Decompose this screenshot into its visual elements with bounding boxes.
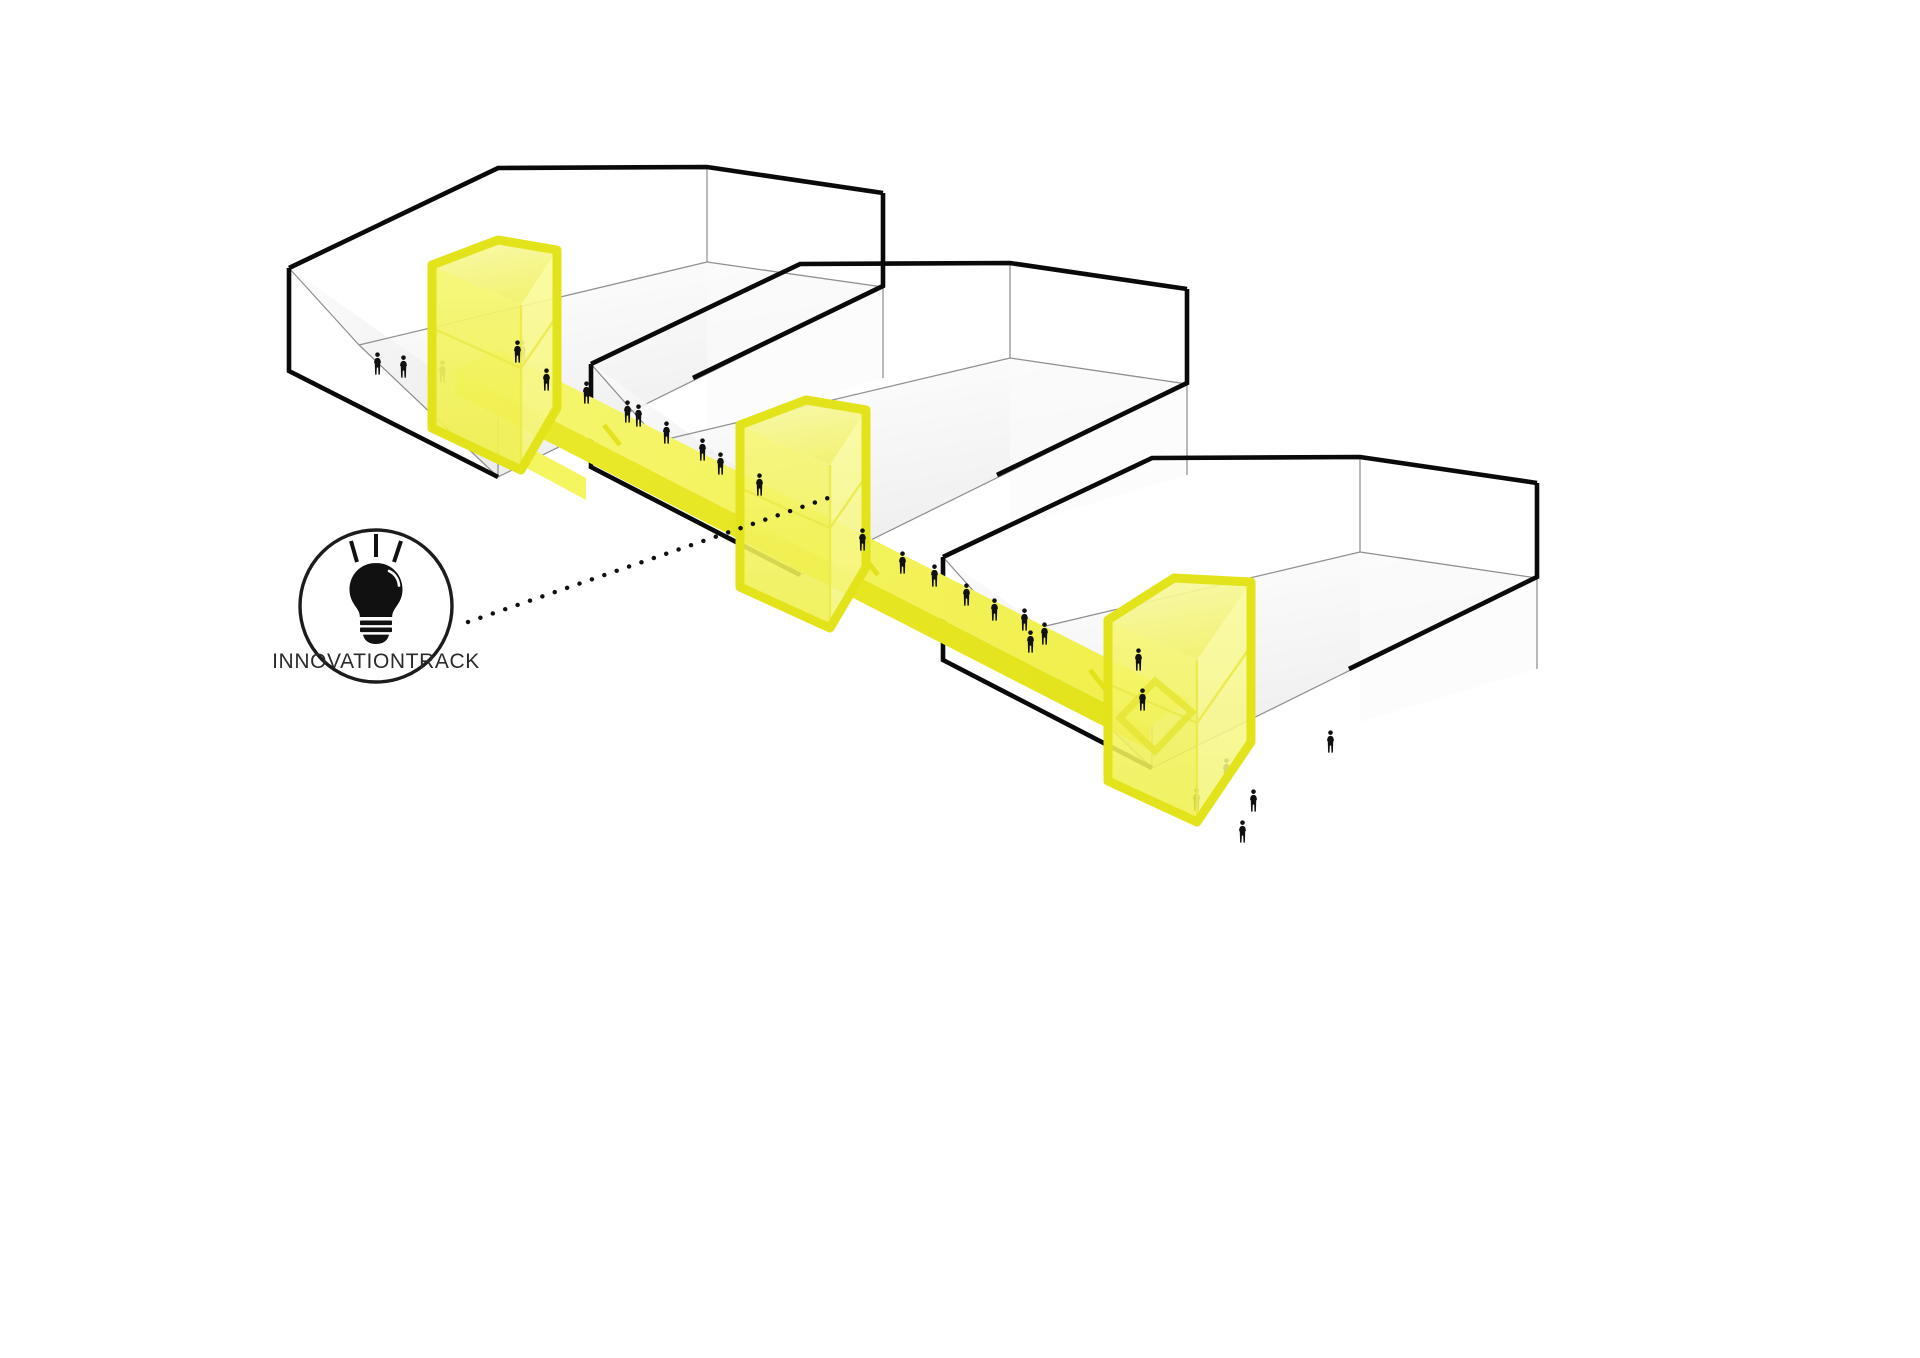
pavilion-one-outline [286, 164, 886, 480]
innovation-node-3[interactable] [1103, 573, 1256, 827]
node-three-diamond-portal [1115, 676, 1198, 756]
leader-line [465, 495, 831, 625]
pavilion-two-right-wall [1010, 358, 1187, 528]
node-two-left-face [740, 425, 830, 628]
lightbulb-base-icon [360, 620, 392, 644]
innovation-node-1[interactable] [427, 235, 586, 500]
node-three-rim [1103, 573, 1256, 827]
innovation-node-2[interactable] [735, 395, 871, 633]
node-three-left-face [1108, 620, 1197, 822]
innovationtrack-badge[interactable]: INNOVATIONTRACK [272, 528, 480, 684]
pavilion-three-right-wall [1360, 552, 1537, 722]
pavilion-one-right-wall [707, 262, 883, 431]
node-one-entry-soffit [523, 444, 586, 500]
lightbulb-highlight-icon [387, 569, 401, 587]
node-two-rim [735, 395, 871, 633]
node-one-rim [427, 235, 562, 475]
node-one-left-face [432, 265, 521, 470]
node-one-inner-lines [431, 305, 558, 470]
node-two-inner-lines [739, 465, 867, 628]
lightbulb-icon [349, 563, 403, 617]
lightbulb-rays-icon [349, 534, 403, 563]
badge-label: INNOVATIONTRACK [272, 650, 480, 673]
